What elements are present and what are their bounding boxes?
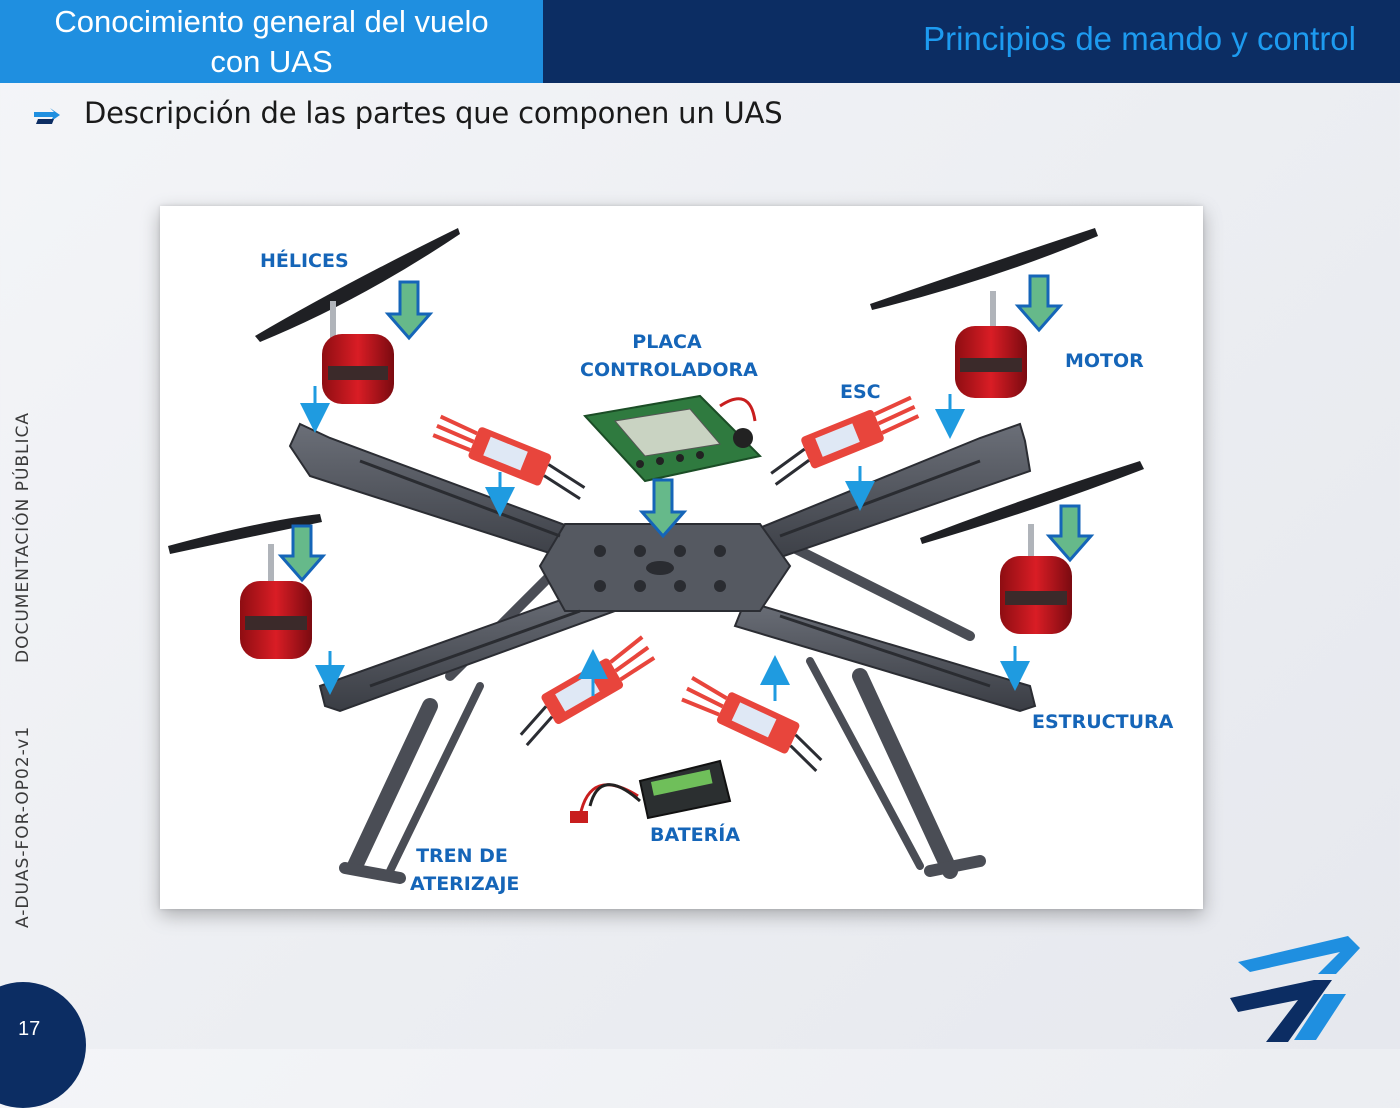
section-title: Conocimiento general del vuelo con UAS <box>0 0 543 83</box>
label-frame: ESTRUCTURA <box>1032 711 1174 733</box>
battery <box>570 759 732 823</box>
bullet-arrow-icon <box>34 108 60 124</box>
blue-arrows <box>300 386 1030 701</box>
label-esc: ESC <box>840 381 881 403</box>
section-title-line1: Conocimiento general del vuelo <box>54 4 489 39</box>
propellers <box>168 228 1144 554</box>
document-code: A-DUAS-FOR-OP02-v1 <box>13 725 33 928</box>
frame-structure <box>288 422 1037 713</box>
flight-controller <box>583 394 763 483</box>
section-title-line2: con UAS <box>210 44 333 79</box>
label-controller-line1: PLACA <box>632 331 702 353</box>
escs <box>432 395 920 773</box>
label-controller-line2: CONTROLADORA <box>580 359 758 381</box>
company-logo-icon <box>1230 936 1360 1042</box>
classification-label: DOCUMENTACIÓN PÚBLICA <box>13 411 33 663</box>
green-arrows <box>277 274 1095 583</box>
page-number-badge: 17 <box>0 982 86 1108</box>
label-propellers: HÉLICES <box>260 250 349 272</box>
page-heading: Descripción de las partes que componen u… <box>84 96 783 130</box>
label-landing-gear: TREN DE ATERIZAJE <box>410 842 520 898</box>
motors <box>240 291 1072 659</box>
label-landing-gear-line1: TREN DE <box>416 845 508 867</box>
label-battery: BATERÍA <box>650 824 741 846</box>
label-landing-gear-line2: ATERIZAJE <box>410 873 520 895</box>
topic-title: Principios de mando y control <box>923 20 1356 57</box>
page-number: 17 <box>18 1018 41 1040</box>
topic-header: Principios de mando y control <box>543 0 1400 83</box>
uas-diagram: HÉLICES PLACA CONTROLADORA ESC MOTOR EST… <box>160 206 1203 909</box>
uas-illustration <box>168 228 1144 884</box>
label-motor: MOTOR <box>1065 350 1144 372</box>
label-controller: PLACA CONTROLADORA <box>580 328 758 384</box>
